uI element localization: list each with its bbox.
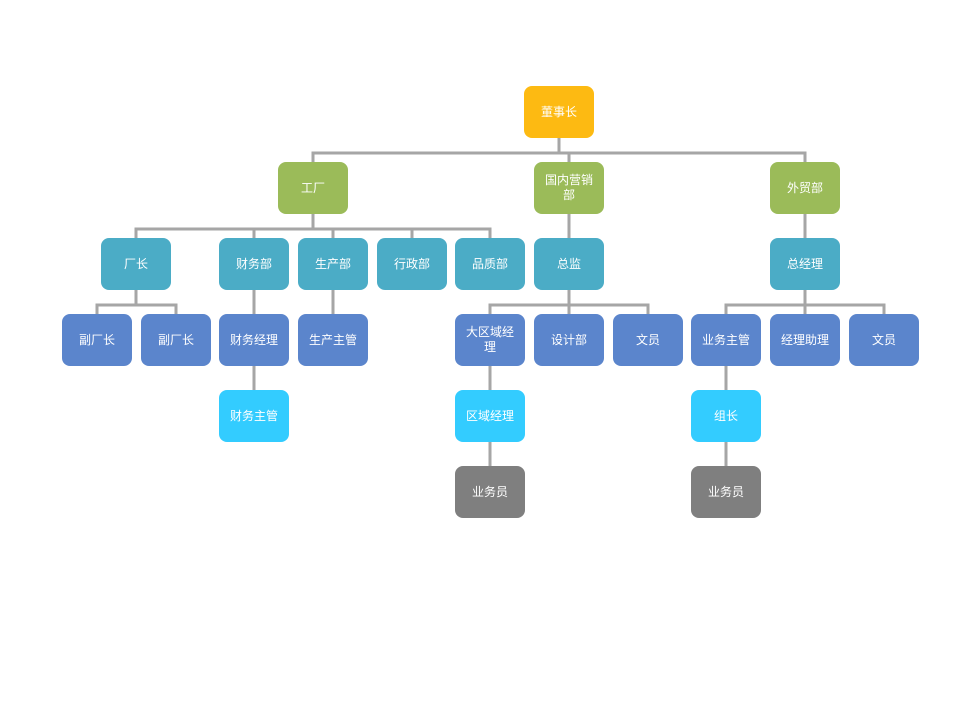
node-design-dept: 设计部 [534, 314, 604, 366]
node-manager-assistant: 经理助理 [770, 314, 840, 366]
node-quality-dept: 品质部 [455, 238, 525, 290]
node-domestic-clerk: 文员 [613, 314, 683, 366]
node-domestic-marketing: 国内营销部 [534, 162, 604, 214]
node-finance-manager: 财务经理 [219, 314, 289, 366]
node-general-manager: 总经理 [770, 238, 840, 290]
node-production-supervisor: 生产主管 [298, 314, 368, 366]
node-finance-dept: 财务部 [219, 238, 289, 290]
node-admin-dept: 行政部 [377, 238, 447, 290]
node-domestic-salesperson: 业务员 [455, 466, 525, 518]
node-area-manager: 区域经理 [455, 390, 525, 442]
node-regional-manager: 大区域经理 [455, 314, 525, 366]
node-deputy-plant-manager-1: 副厂长 [62, 314, 132, 366]
node-foreign-trade: 外贸部 [770, 162, 840, 214]
node-finance-supervisor: 财务主管 [219, 390, 289, 442]
node-factory: 工厂 [278, 162, 348, 214]
node-chairman: 董事长 [524, 86, 594, 138]
node-foreign-clerk: 文员 [849, 314, 919, 366]
node-foreign-salesperson: 业务员 [691, 466, 761, 518]
node-team-leader: 组长 [691, 390, 761, 442]
node-production-dept: 生产部 [298, 238, 368, 290]
node-plant-manager: 厂长 [101, 238, 171, 290]
node-director: 总监 [534, 238, 604, 290]
node-deputy-plant-manager-2: 副厂长 [141, 314, 211, 366]
node-business-supervisor: 业务主管 [691, 314, 761, 366]
